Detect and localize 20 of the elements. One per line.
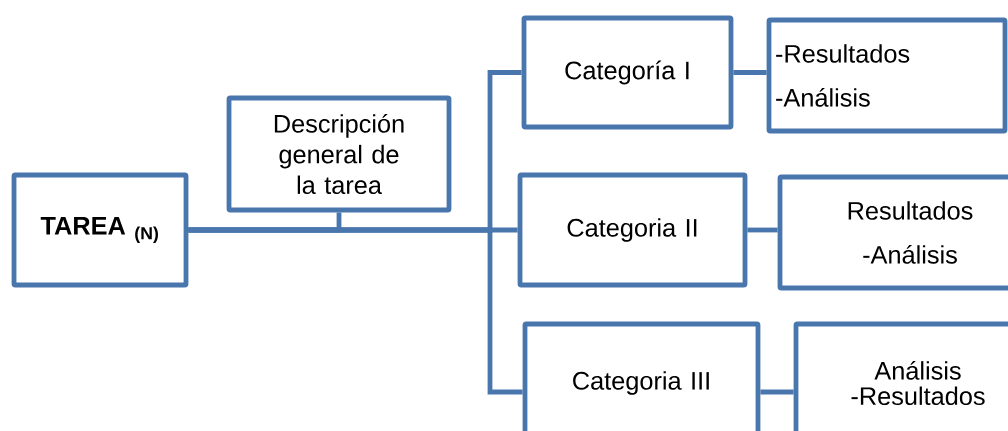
box-text: Categoria II (567, 218, 697, 242)
connector-line (188, 227, 523, 395)
process-box (793, 321, 1008, 431)
box-text: Análisis -Resultados (851, 360, 985, 406)
process-box (766, 17, 1008, 134)
connector-line (733, 70, 767, 75)
box-text: Categoría I (565, 60, 689, 85)
box-text: Resultados -Análisis (848, 201, 973, 264)
process-box (521, 15, 734, 130)
box-text: -Resultados -Análisis (776, 44, 910, 107)
process-box (777, 174, 1008, 291)
connector-line (747, 227, 778, 233)
process-box (11, 172, 189, 288)
connector-line (760, 389, 794, 395)
box-text: Descripción general de la tarea (274, 113, 404, 195)
process-box (522, 321, 761, 431)
box-text: Categoria III (573, 371, 709, 395)
process-box (517, 172, 748, 288)
process-box (226, 95, 452, 213)
box-text: TAREA $_{(N)}$ (40, 217, 158, 243)
